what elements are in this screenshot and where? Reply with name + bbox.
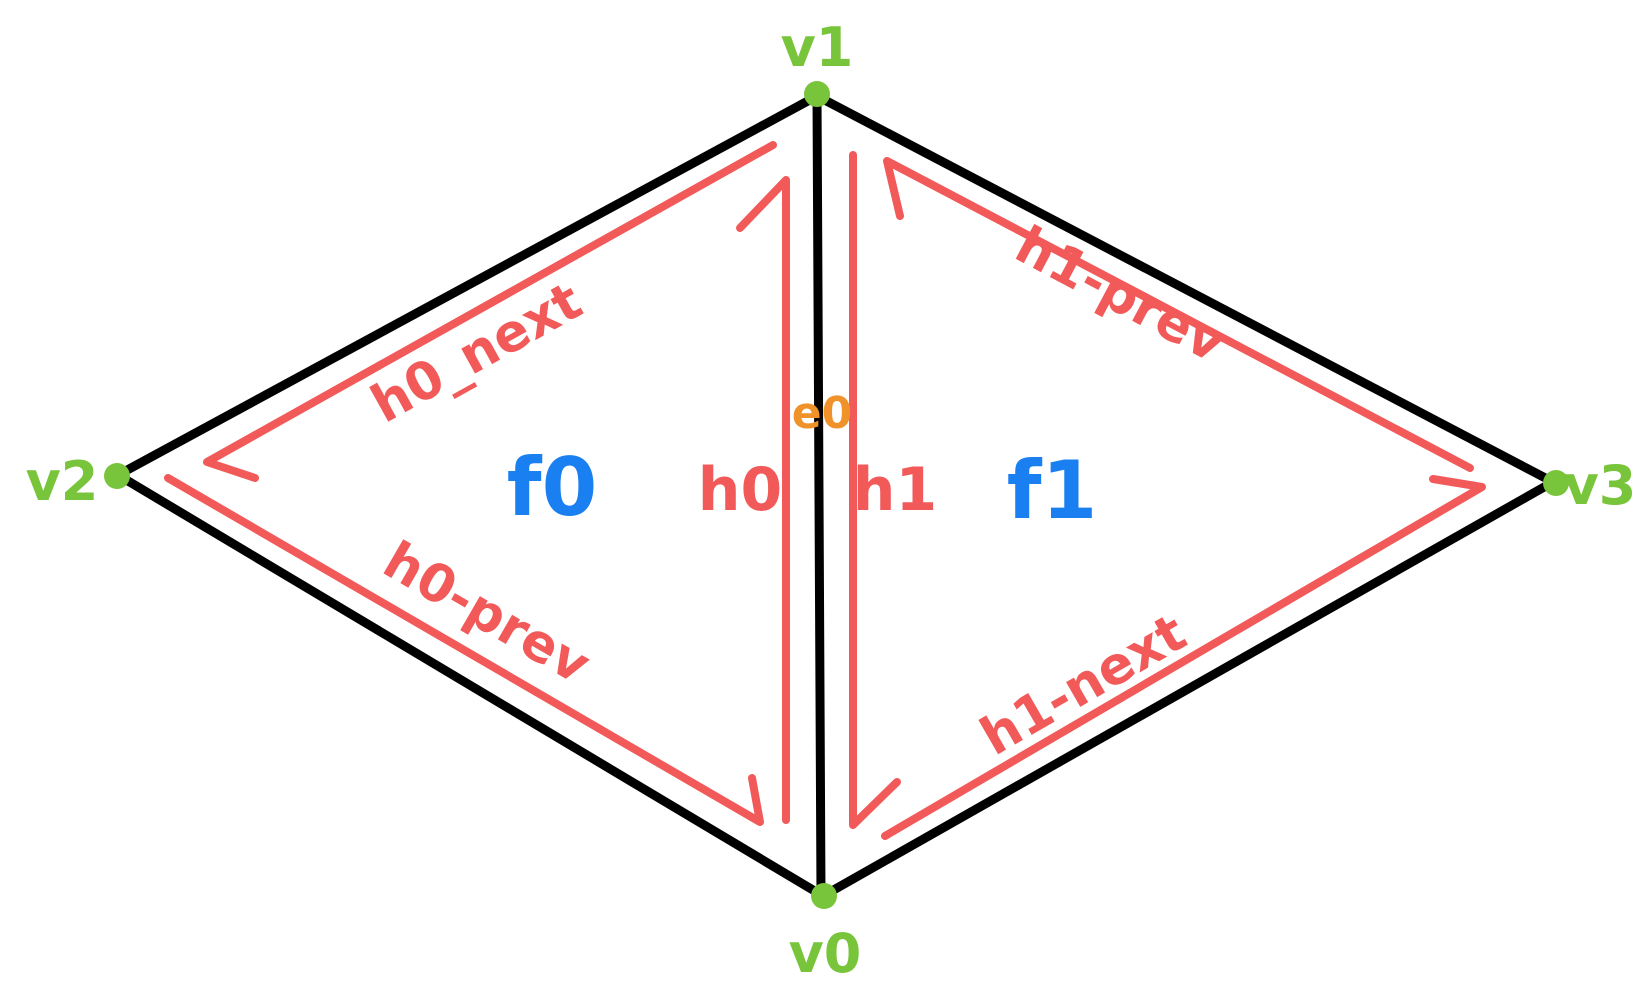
edge-v3-v1 — [812, 91, 1558, 487]
vertex-dot-v0 — [811, 883, 837, 909]
vertex-dot-v1 — [804, 81, 830, 107]
half-edge-h1-prev — [883, 157, 1474, 472]
edge-v2-v0 — [113, 470, 828, 901]
edge-v0-v3 — [818, 477, 1558, 901]
half-edge-h0 — [736, 176, 790, 824]
vertex-label-v1: v1 — [781, 16, 854, 79]
half-edge-label-h1-next: h1-next — [971, 603, 1196, 768]
half-edge-h1-next — [881, 475, 1486, 840]
vertex-label-v3: v3 — [1564, 454, 1637, 517]
vertex-dot-v3 — [1543, 470, 1569, 496]
face-label-f1: f1 — [1007, 444, 1097, 537]
vertex-label-v2: v2 — [26, 450, 99, 513]
half-edge-label-h0: h0 — [698, 455, 782, 525]
half-edge-h0-next — [203, 141, 777, 482]
vertex-label-v0: v0 — [789, 922, 862, 985]
face-labels: f0 f1 — [507, 441, 1097, 537]
edge-label-e0: e0 — [792, 388, 852, 439]
vertex-dot-v2 — [104, 463, 130, 489]
face-label-f0: f0 — [507, 441, 597, 534]
half-edge-label-h1: h1 — [853, 455, 937, 525]
mesh-edges — [113, 91, 1558, 901]
half-edge-h1 — [849, 151, 901, 829]
vertices — [104, 81, 1569, 909]
edge-e0-v0-v1 — [812, 91, 826, 901]
vertex-labels: v1 v2 v3 v0 — [26, 16, 1637, 985]
half-edges — [164, 141, 1486, 840]
half-edge-h0-prev — [164, 474, 764, 826]
edge-v1-v2 — [113, 91, 822, 480]
